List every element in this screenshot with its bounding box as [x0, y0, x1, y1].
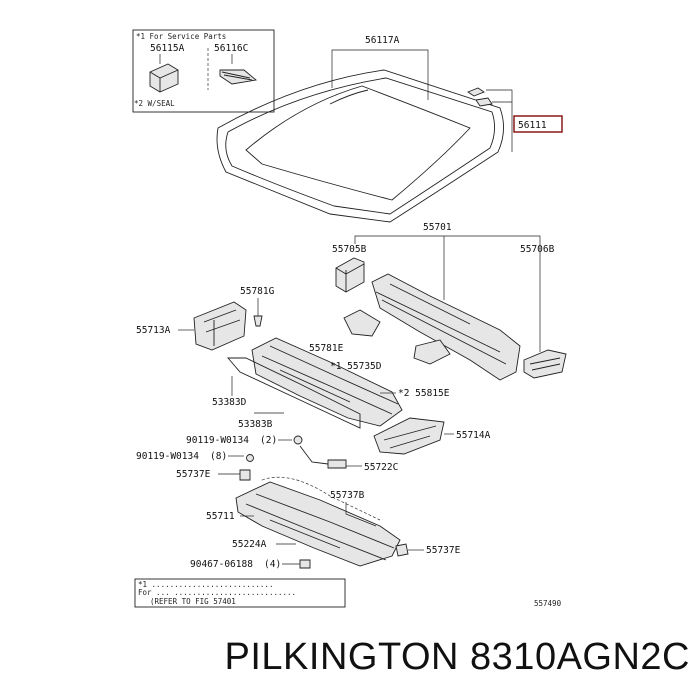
clip-55781g-shape	[253, 315, 263, 327]
cowl-inner-lip	[227, 357, 361, 429]
lead-56111	[486, 89, 513, 152]
note-box: *1 ........................... For ... .…	[134, 578, 346, 608]
label-90119-w0134-b: 90119-W0134	[136, 451, 199, 462]
label-56111: 56111	[518, 120, 547, 131]
cowl-bracket-center	[413, 339, 451, 365]
windshield-mirror-mount	[329, 89, 369, 105]
label-55737e-lower: 55737E	[426, 545, 461, 556]
cowl-inner-ribs	[261, 345, 399, 415]
bracket-55722c-arm	[299, 445, 329, 465]
part-56116c-shape	[219, 69, 258, 85]
cowl-inner-panel	[251, 337, 403, 427]
figure-code: 557490	[534, 599, 562, 608]
label-55224a: 55224A	[232, 539, 267, 550]
cowl-bracket-left	[343, 309, 381, 337]
brand-caption: PILKINGTON 8310AGN2C	[224, 636, 690, 678]
label-55714a: 55714A	[456, 430, 491, 441]
note-line-3: (REFER TO FIG 57401	[150, 597, 236, 606]
label-55815e: *2 55815E	[398, 388, 450, 399]
bracket-55706b-shape	[523, 349, 567, 379]
label-55711: 55711	[206, 511, 235, 522]
cowl-lower-seal-line	[261, 476, 381, 521]
label-55713a: 55713A	[136, 325, 171, 336]
note-box-border	[134, 578, 346, 608]
windshield-glass	[216, 69, 504, 223]
label-90119-w0134-a-qty: (2)	[260, 435, 277, 446]
bracket-55705b-shape	[335, 257, 365, 293]
label-55781e: 55781E	[309, 343, 344, 354]
label-90119-w0134-a: 90119-W0134	[186, 435, 249, 446]
clip-55737e-lower-shape	[395, 543, 409, 557]
label-53383b: 53383B	[238, 419, 273, 430]
note-line-2: For ... ...........................	[138, 588, 296, 597]
cowl-lower-panel	[235, 481, 401, 567]
note-line-1: *1 ...........................	[138, 580, 273, 589]
clip-55737e-shape	[239, 469, 251, 481]
lead-55737b	[345, 502, 377, 527]
side-panel-55714a-shape	[373, 417, 445, 455]
label-55737b: 55737B	[330, 490, 365, 501]
windshield-inner-edge	[225, 77, 495, 215]
label-55781g: 55781G	[240, 286, 275, 297]
label-55722c: 55722C	[364, 462, 398, 473]
service-box-title: *1 For Service Parts	[136, 32, 226, 41]
label-55706b: 55706B	[520, 244, 555, 255]
cowl-top-ribs	[375, 283, 507, 365]
label-55705b: 55705B	[332, 244, 367, 255]
part-56115a-shape	[149, 63, 179, 93]
bracket-55706b-edge	[529, 357, 561, 371]
service-parts-box: *1 For Service Parts 56115A 56116C *2 W/…	[132, 29, 275, 113]
label-90467-06188: 90467-06188	[190, 559, 253, 570]
highlight-56111-box	[513, 115, 563, 133]
label-90467-06188-qty: (4)	[264, 559, 281, 570]
part-56115a-label: 56115A	[150, 43, 185, 54]
side-panel-55714a-edge	[383, 425, 437, 449]
part-56116c-edge	[221, 71, 253, 81]
label-55701: 55701	[423, 222, 452, 233]
cowl-lower-ribs	[245, 493, 395, 561]
part-56116c-label: 56116C	[214, 43, 248, 54]
part-56115a-edge	[149, 69, 179, 92]
clip-90467-shape	[299, 559, 311, 569]
bracket-55705b-edge	[335, 263, 365, 292]
service-box-footnote: *2 W/SEAL	[134, 99, 175, 108]
windshield-clip-top	[467, 87, 485, 97]
lead-56117a	[331, 49, 429, 100]
windshield-molding	[245, 85, 471, 201]
side-panel-55713a-edge	[203, 309, 241, 346]
label-90119-w0134-b-qty: (8)	[210, 451, 227, 462]
label-55735d: *1 55735D	[330, 361, 382, 372]
clip-55722c-shape	[327, 459, 347, 469]
label-56117a: 56117A	[365, 35, 400, 46]
lead-55701	[354, 235, 541, 352]
bolt-90119-b-shape	[246, 454, 254, 462]
bolt-90119-a-shape	[293, 435, 303, 445]
label-53383d: 53383D	[212, 397, 247, 408]
cowl-top-panel	[371, 273, 521, 381]
side-panel-55713a-shape	[193, 301, 247, 351]
windshield-clip-bottom	[475, 97, 493, 107]
service-box-border	[132, 29, 275, 113]
label-55737e: 55737E	[176, 469, 211, 480]
windshield-outline	[216, 69, 504, 223]
